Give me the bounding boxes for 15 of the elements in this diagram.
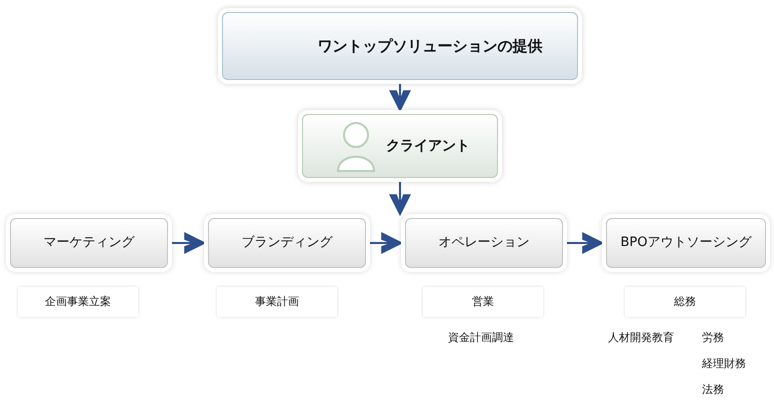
box-label: オペレーション bbox=[438, 234, 530, 252]
task-label: 人材開発教育 bbox=[608, 330, 674, 346]
box-label: BPOアウトソーシング bbox=[620, 234, 752, 252]
box-label: ワントップソリューションの提供 bbox=[318, 36, 542, 57]
task-label: 法務 bbox=[702, 382, 724, 398]
task-label: 資金計画調達 bbox=[448, 330, 514, 346]
box-label: 総務 bbox=[674, 294, 696, 310]
task-label: 経理財務 bbox=[702, 356, 746, 372]
box-label: 営業 bbox=[472, 294, 494, 310]
box-label: ブランディング bbox=[242, 234, 332, 252]
box-label: 企画事業立案 bbox=[45, 294, 111, 310]
task-label: 労務 bbox=[702, 330, 724, 346]
box-label: クライアント bbox=[386, 136, 470, 156]
box-label: マーケティング bbox=[44, 234, 134, 252]
box-label: 事業計画 bbox=[255, 294, 299, 310]
